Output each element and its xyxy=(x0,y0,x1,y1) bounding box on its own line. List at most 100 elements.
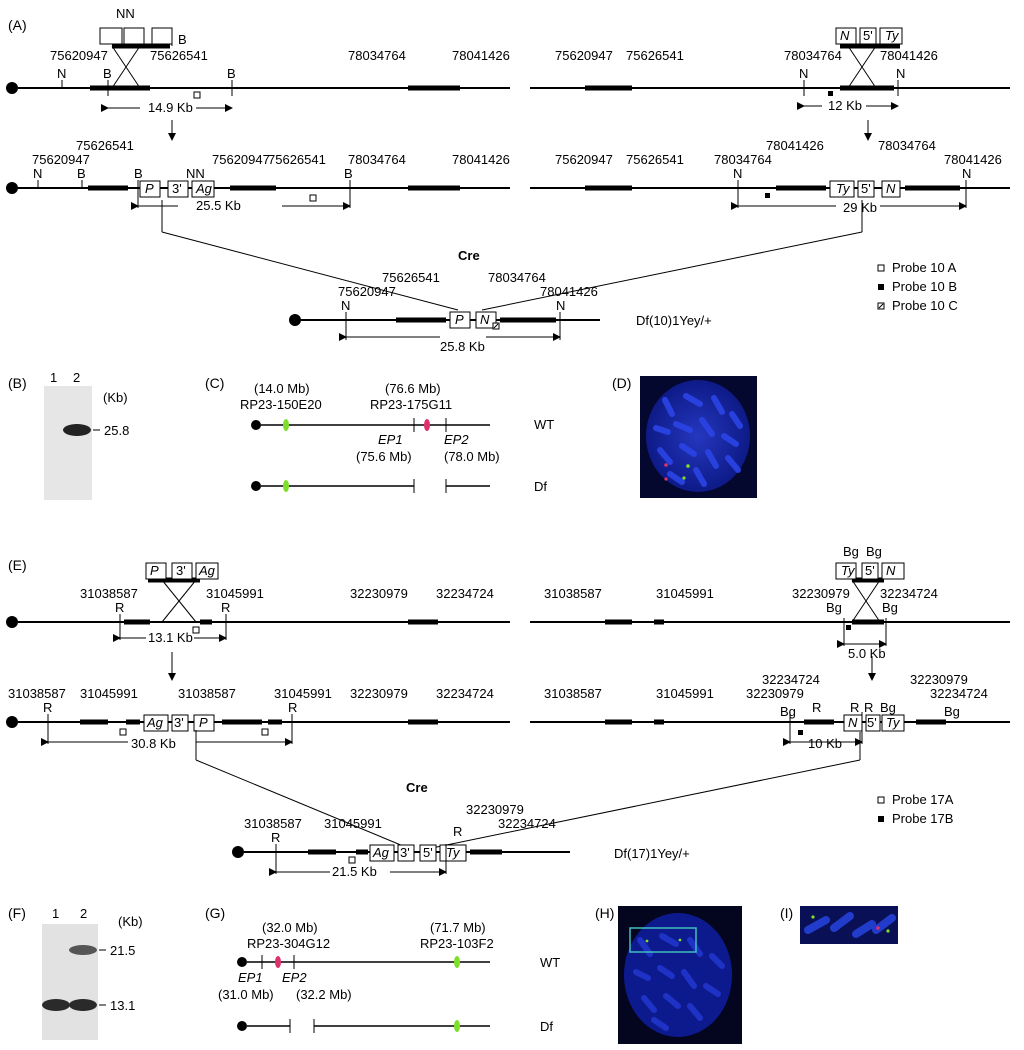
lane-2: 2 xyxy=(80,906,87,921)
g-ep2mb: (32.2 Mb) xyxy=(296,987,352,1002)
coord: 78034764 xyxy=(488,270,546,285)
n-site: N xyxy=(896,66,905,81)
coord: 32230979 xyxy=(350,686,408,701)
coord: 32234724 xyxy=(498,816,556,831)
coord: 32234724 xyxy=(436,686,494,701)
p-label: P xyxy=(199,715,208,730)
c-clone1: RP23-150E20 xyxy=(240,397,322,412)
coord: 32234724 xyxy=(930,686,988,701)
n-label: N xyxy=(886,563,896,578)
legend-e: Probe 17A Probe 17B xyxy=(877,792,954,826)
b-site: B xyxy=(344,166,353,181)
e-row1-left xyxy=(6,562,510,681)
e-row2-left xyxy=(6,714,510,746)
c-df: Df xyxy=(534,479,547,494)
e-row2-left-text: 31038587 31045991 31038587 31045991 3223… xyxy=(8,686,494,751)
n-site: N xyxy=(733,166,742,181)
r-site: R xyxy=(812,700,821,715)
a-row1-left-text: Ag 3' P NN B 75620947 75626541 78034764 … xyxy=(50,6,510,115)
a-row2-left-text: 75620947 75626541 75620947 75626541 7803… xyxy=(32,138,510,213)
ag-label: Ag xyxy=(146,715,164,730)
p-label: P xyxy=(145,181,154,196)
e-row2-right xyxy=(530,712,1010,746)
five-label: 5' xyxy=(863,28,873,43)
a-row1-left xyxy=(6,40,510,96)
n-label: N xyxy=(848,715,858,730)
c-ep1: EP1 xyxy=(378,432,403,447)
coord: 75626541 xyxy=(626,152,684,167)
allele-a: Df(10)1Yey/+ xyxy=(636,313,712,328)
bg-site: Bg xyxy=(866,544,882,559)
b-site: B xyxy=(77,166,86,181)
coord: 31038587 xyxy=(544,686,602,701)
n-site: N xyxy=(33,166,42,181)
coord: 31038587 xyxy=(80,586,138,601)
b-site: B xyxy=(227,66,236,81)
size-label: 5.0 Kb xyxy=(848,646,886,661)
panel-label-f: (F) xyxy=(8,905,26,921)
coord: 31045991 xyxy=(80,686,138,701)
ag-label: Ag xyxy=(372,845,390,860)
r-site: R xyxy=(221,600,230,615)
panel-label-b: (B) xyxy=(8,375,27,391)
g-ep2: EP2 xyxy=(282,970,307,985)
g-mb2: (71.7 Mb) xyxy=(430,920,486,935)
n-site: N xyxy=(962,166,971,181)
bg-site: Bg xyxy=(944,704,960,719)
cre-lines-e: Cre xyxy=(195,730,861,849)
panel-label-h: (H) xyxy=(595,905,614,921)
g-wt: WT xyxy=(540,955,560,970)
coord: 75626541 xyxy=(268,152,326,167)
panel-label-g: (G) xyxy=(205,905,225,921)
r-site: R xyxy=(43,700,52,715)
fish-image-d xyxy=(640,376,757,498)
n-label: N xyxy=(480,312,490,327)
coord: 78041426 xyxy=(452,152,510,167)
bg-site: Bg xyxy=(780,704,796,719)
legend-probe-17a: Probe 17A xyxy=(892,792,954,807)
a-row2-right-text: 75620947 75626541 78034764 78041426 7803… xyxy=(555,138,1002,215)
g-df: Df xyxy=(540,1019,553,1034)
legend-probe-10a: Probe 10 A xyxy=(892,260,957,275)
g-clone2: RP23-103F2 xyxy=(420,936,494,951)
c-ep1mb: (75.6 Mb) xyxy=(356,449,412,464)
coord: 75626541 xyxy=(150,48,208,63)
a-row1-left-boxes xyxy=(99,27,233,141)
coord: 75620947 xyxy=(50,48,108,63)
n-site: N xyxy=(799,66,808,81)
coord: 31045991 xyxy=(656,586,714,601)
lane-1: 1 xyxy=(52,906,59,921)
coord: 32230979 xyxy=(746,686,804,701)
ty-label: Ty xyxy=(841,563,856,578)
n-label: N xyxy=(886,181,896,196)
panel-c xyxy=(251,418,490,493)
band-label-21: 21.5 xyxy=(110,943,135,958)
size-label: 10 Kb xyxy=(808,736,842,751)
ag-label: Ag xyxy=(198,563,216,578)
cre-label: Cre xyxy=(458,248,480,263)
cre-lines-a: Cre xyxy=(161,200,863,311)
a-row1-right xyxy=(530,27,1010,141)
coord: 31038587 xyxy=(244,816,302,831)
coord: 75620947 xyxy=(212,152,270,167)
n-label: N xyxy=(840,28,850,43)
ty-label: Ty xyxy=(885,28,900,43)
coord: 31038587 xyxy=(178,686,236,701)
e-row1-left-text: P 3' Ag 31038587 31045991 32230979 32234… xyxy=(80,563,494,645)
cre-label: Cre xyxy=(406,780,428,795)
coord: 78041426 xyxy=(766,138,824,153)
panel-label-c: (C) xyxy=(205,375,224,391)
coord: 78034764 xyxy=(784,48,842,63)
g-ep1: EP1 xyxy=(238,970,263,985)
n-site: N xyxy=(341,298,350,313)
band-label: 25.8 xyxy=(104,423,129,438)
e-row3 xyxy=(232,844,570,876)
e-row3-text: 31038587 31045991 32230979 32234724 R R … xyxy=(244,802,690,879)
panel-label-a: (A) xyxy=(8,17,27,33)
a-row2-right xyxy=(530,180,1010,210)
coord: 78034764 xyxy=(348,48,406,63)
coord: 78034764 xyxy=(878,138,936,153)
g-clone1: RP23-304G12 xyxy=(247,936,330,951)
